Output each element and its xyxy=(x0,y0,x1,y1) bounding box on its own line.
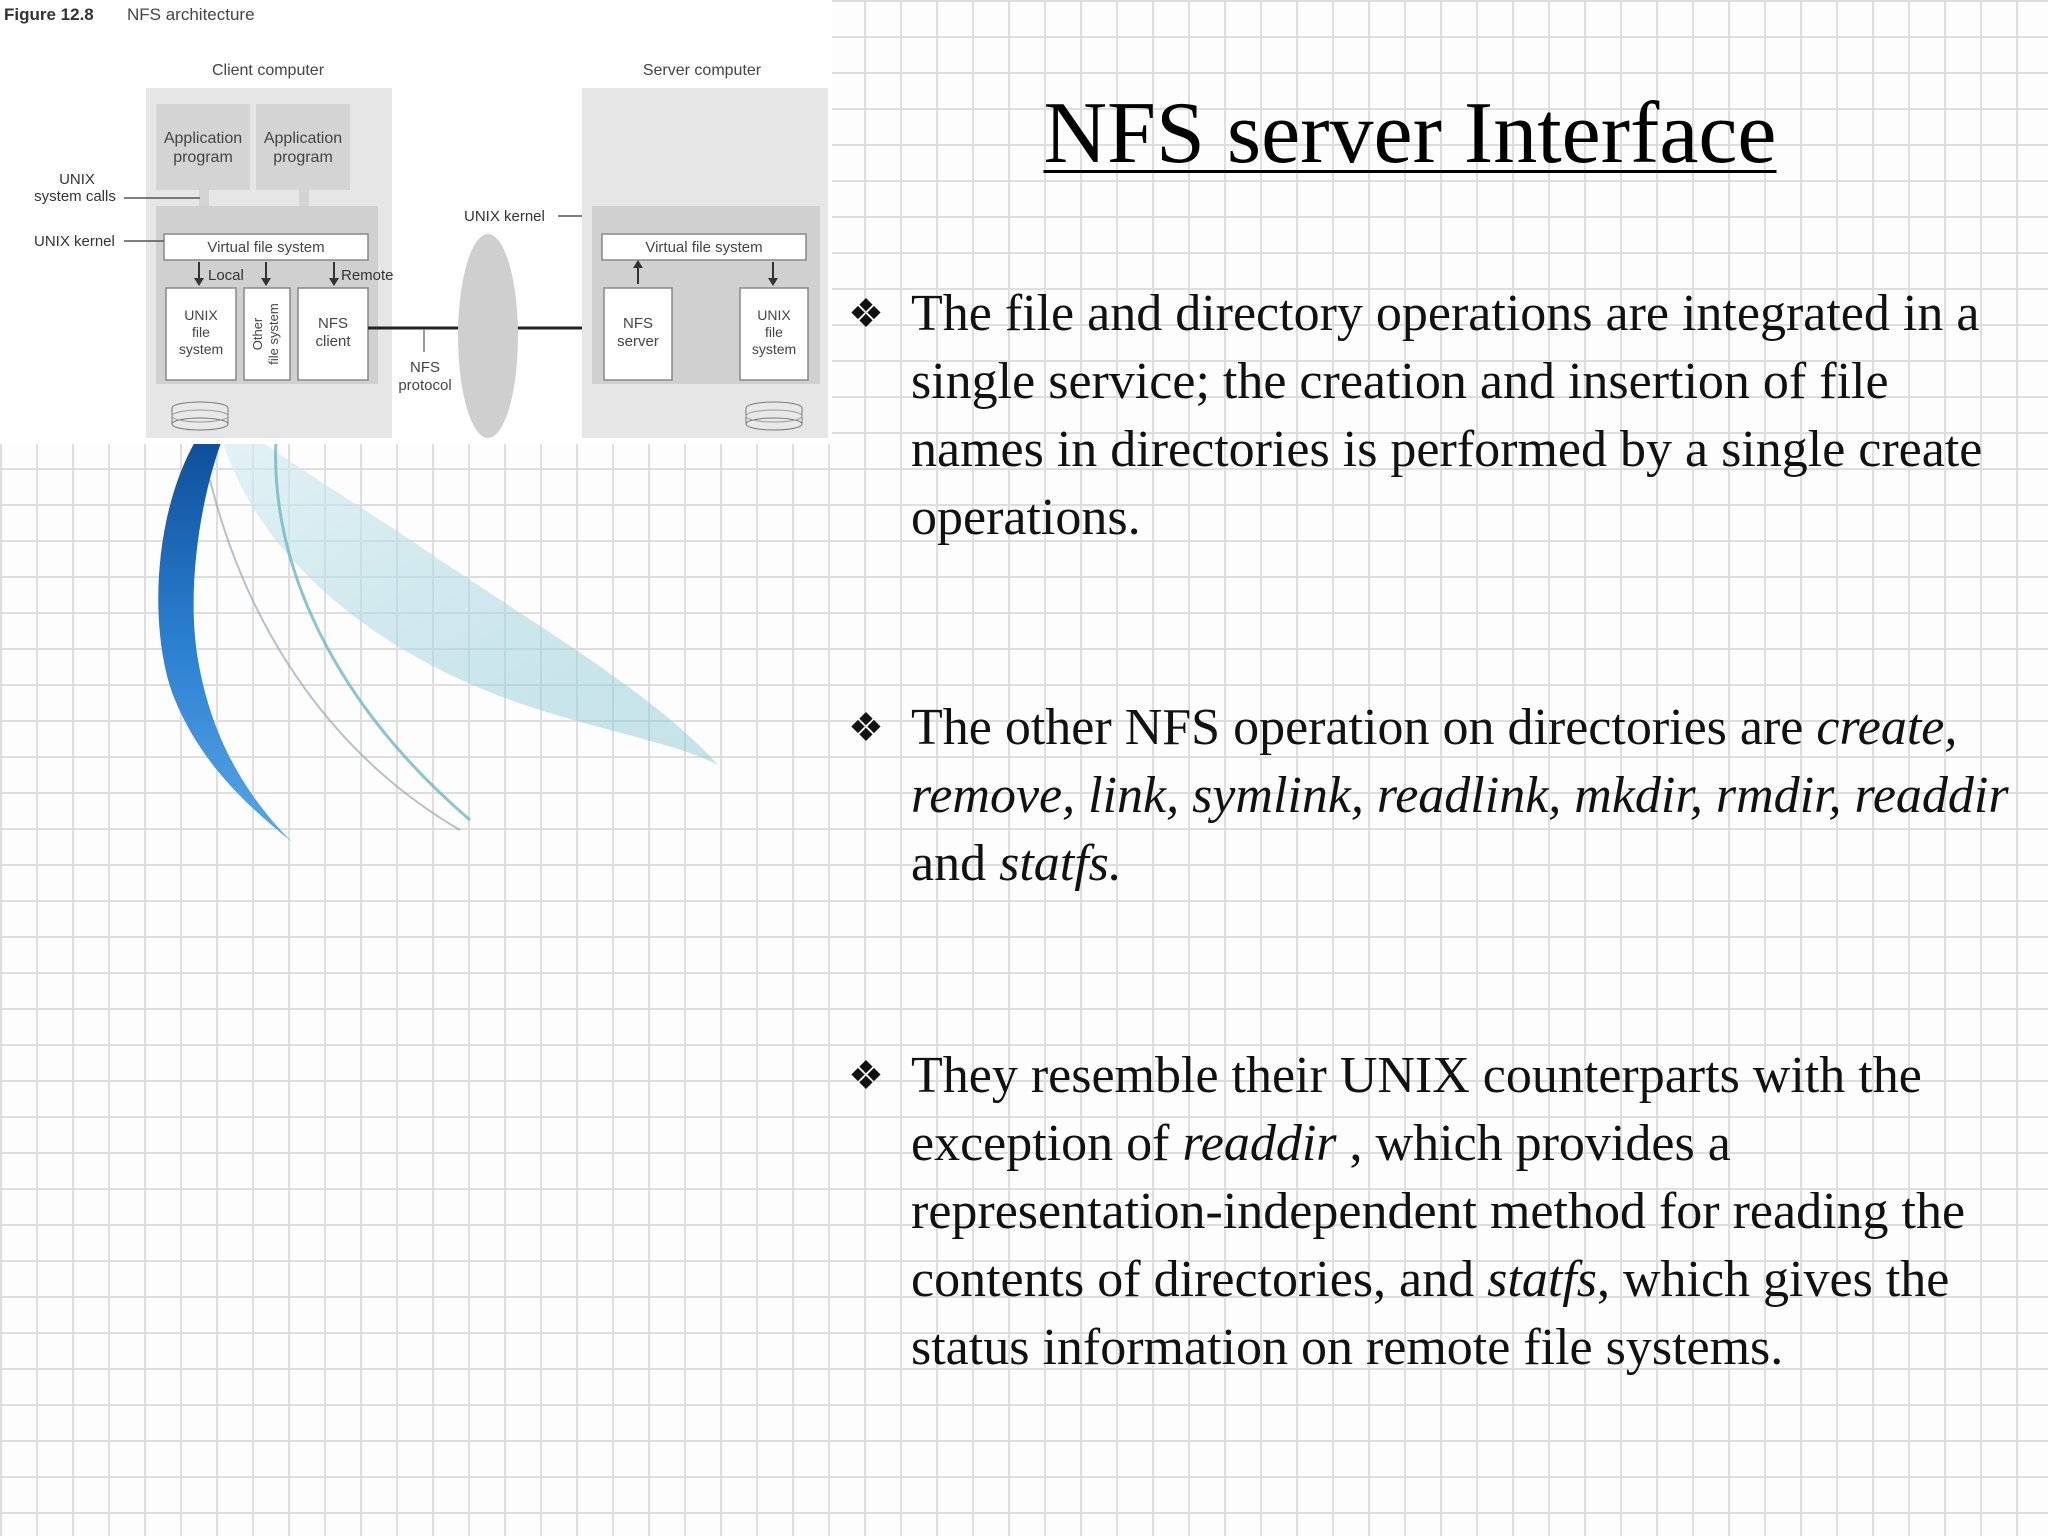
client-unix-fs-line2: file xyxy=(192,324,210,340)
network-ellipse xyxy=(458,234,518,438)
other-file-system xyxy=(243,287,291,381)
swoosh-teal-line xyxy=(274,439,471,822)
figure-nfs-architecture: Figure 12.8 NFS architecture Client comp… xyxy=(0,0,832,444)
bullet-2-lead: The other NFS operation on directories a… xyxy=(911,699,1804,756)
client-disk-icon xyxy=(171,401,229,431)
bullet-1: ❖ The file and directory operations are … xyxy=(848,280,2033,552)
server-unix-fs-line2: file xyxy=(765,324,783,340)
nfs-server-line1: NFS xyxy=(623,315,653,332)
nfs-client-line1: NFS xyxy=(318,315,348,332)
application-program-2 xyxy=(256,104,350,190)
bullet-2-and: and xyxy=(911,835,987,892)
server-unix-fs-line1: UNIX xyxy=(757,307,791,323)
app1-line1: Application xyxy=(164,130,242,147)
figure-number: Figure 12.8 xyxy=(4,5,94,24)
application-program-1 xyxy=(156,104,250,190)
bullet-3: ❖ They resemble their UNIX counterparts … xyxy=(848,1042,2033,1382)
diamond-bullet-icon: ❖ xyxy=(848,1053,884,1098)
bullet-1-text: The file and directory operations are in… xyxy=(911,285,1983,546)
unix-system-calls-line2: system calls xyxy=(34,188,116,205)
client-computer-title: Client computer xyxy=(212,62,325,79)
unix-kernel-left-label: UNIX kernel xyxy=(34,233,115,250)
swoosh-gray-line xyxy=(209,479,461,831)
nfs-client xyxy=(297,287,369,381)
figure-caption: NFS architecture xyxy=(127,5,255,24)
server-computer-title: Server computer xyxy=(643,62,762,79)
nfs-client-line2: client xyxy=(315,333,351,350)
diamond-bullet-icon: ❖ xyxy=(848,291,884,336)
server-vfs-label: Virtual file system xyxy=(645,239,762,256)
bullet-2-period: . xyxy=(1108,835,1122,892)
server-unix-fs-line3: system xyxy=(752,341,796,357)
client-unix-fs-line3: system xyxy=(179,341,223,357)
client-unix-fs-line1: UNIX xyxy=(184,307,218,323)
bullet-2-statfs: statfs xyxy=(999,835,1109,892)
bullet-3-statfs: statfs xyxy=(1487,1251,1597,1308)
swoosh-teal-fan xyxy=(222,440,718,765)
local-label: Local xyxy=(208,267,244,284)
remote-label: Remote xyxy=(341,267,394,284)
nfs-architecture-diagram: Figure 12.8 NFS architecture Client comp… xyxy=(4,5,828,438)
nfs-protocol-line1: NFS xyxy=(410,359,440,376)
bullet-3-part3: , which gives the status information on … xyxy=(911,1251,1950,1376)
server-virtual-file-system xyxy=(601,233,807,261)
bullet-2-ops: create, remove, link, symlink, readlink,… xyxy=(911,699,2009,824)
bullet-3-readdir: readdir xyxy=(1182,1115,1337,1172)
bullet-3-text: They resemble their UNIX counterparts wi… xyxy=(911,1042,2033,1382)
app1-line2: program xyxy=(173,149,233,166)
nfs-server xyxy=(603,287,673,381)
nfs-protocol-line2: protocol xyxy=(398,377,451,394)
other-fs-line2: file system xyxy=(266,303,281,364)
client-vfs-label: Virtual file system xyxy=(207,239,324,256)
bullet-3-part2: , which provides a representation-indepe… xyxy=(911,1115,1966,1308)
unix-system-calls-line1: UNIX xyxy=(59,171,95,188)
other-fs-line1: Other xyxy=(250,317,265,350)
diamond-bullet-icon: ❖ xyxy=(848,705,884,750)
server-disk-icon xyxy=(745,401,803,431)
swoosh-blue-band xyxy=(158,440,292,842)
client-unix-file-system xyxy=(165,287,237,381)
bullet-2: ❖ The other NFS operation on directories… xyxy=(848,694,2033,898)
server-unix-file-system xyxy=(739,287,809,381)
bullet-2-text: The other NFS operation on directories a… xyxy=(911,694,2033,898)
unix-kernel-mid-label: UNIX kernel xyxy=(464,208,545,225)
client-virtual-file-system xyxy=(163,233,369,261)
bullet-3-part1: They resemble their UNIX counterparts wi… xyxy=(911,1047,1922,1172)
slide-title: NFS server Interface xyxy=(1043,85,1777,182)
app2-line1: Application xyxy=(264,130,342,147)
app2-line2: program xyxy=(273,149,333,166)
nfs-server-line2: server xyxy=(617,333,659,350)
